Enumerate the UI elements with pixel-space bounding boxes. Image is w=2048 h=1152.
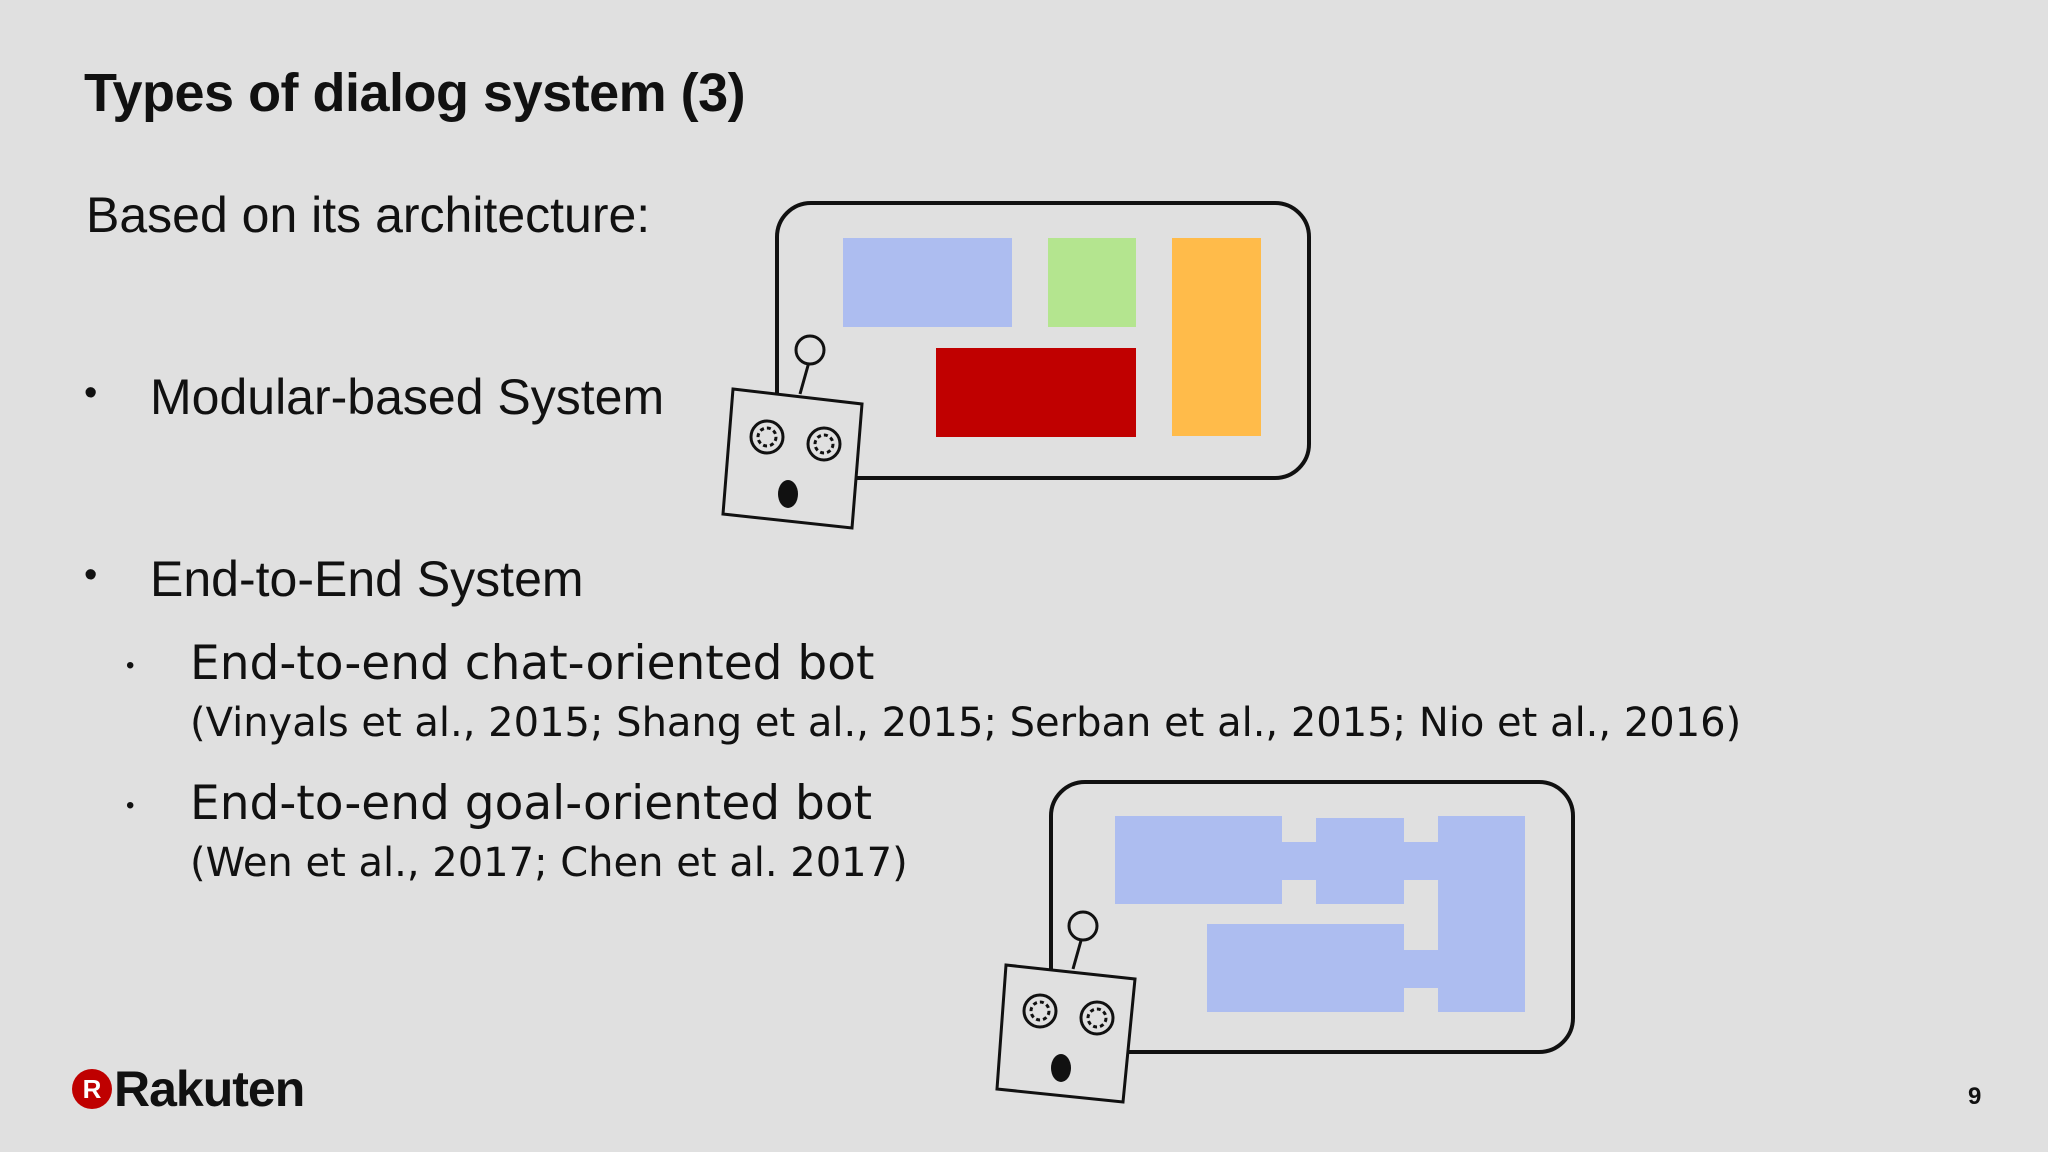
bullet-dot: • xyxy=(84,372,98,414)
bullet-dot: • xyxy=(84,554,98,596)
logo-badge-icon: R xyxy=(72,1069,112,1109)
robot-eye-left xyxy=(749,419,785,455)
block-green xyxy=(1048,238,1136,327)
robot-eye-left xyxy=(1022,993,1058,1029)
block-blue-1 xyxy=(1115,816,1282,904)
page-number: 9 xyxy=(1968,1083,1982,1110)
robot-head xyxy=(721,334,864,530)
sub-bullet-dot: • xyxy=(126,792,135,819)
robot-face xyxy=(995,963,1137,1104)
slide-title: Types of dialog system (3) xyxy=(84,63,746,123)
block-blue xyxy=(843,238,1012,327)
robot-eye-right xyxy=(806,426,842,462)
antenna-ball xyxy=(1067,910,1099,942)
block-blue-4 xyxy=(1207,924,1404,1012)
connector-2 xyxy=(1404,842,1438,880)
citation-goal-bot: (Wen et al., 2017; Chen et al. 2017) xyxy=(190,840,908,886)
robot-mouth xyxy=(778,480,798,508)
bullet-end-to-end-system: End-to-End System xyxy=(150,551,584,607)
sub-bullet-dot: • xyxy=(126,652,135,679)
rakuten-logo: R Rakuten xyxy=(72,1060,305,1118)
robot-eye-right xyxy=(1079,1000,1115,1036)
end-to-end-system-illustration xyxy=(995,780,1575,1104)
modular-system-illustration xyxy=(721,201,1311,530)
block-blue-2 xyxy=(1316,818,1404,904)
robot-head xyxy=(995,910,1137,1104)
sub-bullet-chat-bot: End-to-end chat-oriented bot xyxy=(190,636,875,691)
sub-bullet-goal-bot: End-to-end goal-oriented bot xyxy=(190,776,873,831)
bullet-modular-system: Modular-based System xyxy=(150,369,665,425)
robot-face xyxy=(721,387,864,530)
slide-subtitle: Based on its architecture: xyxy=(86,187,651,243)
logo-text: Rakuten xyxy=(114,1061,305,1117)
robot-mouth xyxy=(1051,1054,1071,1082)
connector-3 xyxy=(1404,950,1438,988)
connector-1 xyxy=(1282,842,1316,880)
citation-chat-bot: (Vinyals et al., 2015; Shang et al., 201… xyxy=(190,700,1742,746)
antenna-ball xyxy=(794,334,826,366)
block-blue-3 xyxy=(1438,816,1525,1012)
block-orange xyxy=(1172,238,1261,436)
block-red xyxy=(936,348,1136,437)
